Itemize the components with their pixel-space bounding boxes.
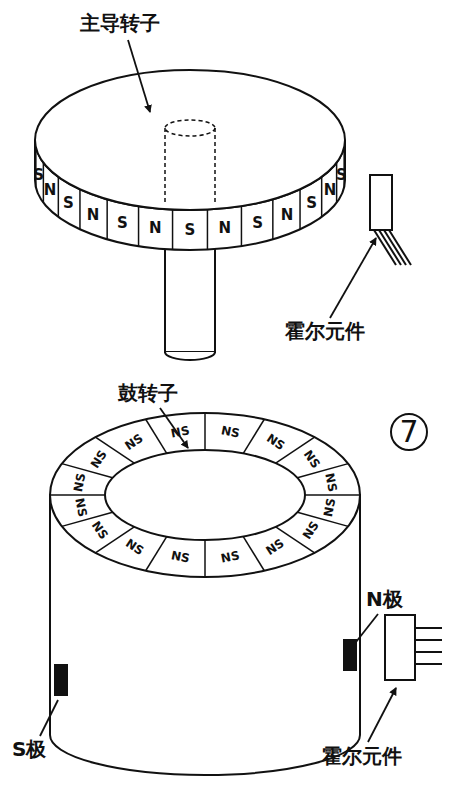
shaft-hidden [214, 128, 216, 205]
magnet-pole-pair: NS [322, 472, 339, 493]
n-pole-mark [344, 640, 356, 670]
magnet-pole-letter: S [306, 195, 317, 212]
divider [305, 494, 360, 496]
drum-rotor [50, 413, 360, 775]
divider [272, 199, 274, 239]
divider [138, 206, 140, 246]
magnet-pole-letter: N [44, 182, 57, 199]
magnet-pole-letter: S [252, 215, 263, 232]
divider [207, 210, 209, 250]
divider [204, 413, 206, 450]
callout-number: 7 [399, 415, 418, 448]
s-pole-mark [55, 665, 67, 695]
magnet-pole-letter: S [33, 167, 44, 184]
magnet-pole-letter: N [324, 182, 337, 199]
pole-label: S极 [12, 738, 46, 760]
magnet-pole-letter: N [87, 206, 100, 223]
divider [243, 537, 264, 571]
divider [241, 206, 243, 246]
shaft-end [165, 352, 215, 360]
magnet-pole-letter: S [63, 195, 74, 212]
magnet-pole-letter: S [117, 215, 128, 232]
magnet-pole-letter: N [281, 206, 294, 223]
hall-element [370, 175, 411, 265]
divider [243, 419, 264, 453]
divider [321, 177, 323, 217]
magnet-pole-pair: NS [72, 497, 89, 518]
divider [106, 199, 108, 239]
drum-top-outer [50, 413, 360, 577]
divider [58, 177, 60, 217]
divider [50, 494, 105, 496]
divider [299, 189, 301, 229]
magnet-pole-letter: N [218, 220, 231, 237]
leader-lines [40, 40, 396, 742]
pole-label: N极 [366, 588, 403, 610]
divider [146, 419, 167, 453]
ring-dividers [50, 413, 360, 577]
magnet-pole-letter: S [185, 222, 196, 239]
disc-top [35, 70, 345, 210]
divider [204, 540, 206, 577]
rim-dividers [36, 147, 344, 249]
magnet-pole-letter: N [149, 220, 162, 237]
shaft-hidden [164, 128, 166, 205]
callout-circle [391, 414, 427, 450]
part-label: 霍尔元件 [285, 320, 365, 342]
capstan-rotor [35, 70, 345, 360]
part-label: 主导转子 [80, 12, 160, 34]
divider [146, 537, 167, 571]
part-label: 鼓转子 [118, 382, 178, 404]
magnet-pole-letter: S [336, 167, 347, 184]
hall-element [385, 615, 442, 680]
part-label: 霍尔元件 [322, 745, 402, 767]
shaft-hidden [165, 120, 215, 136]
divider [79, 189, 81, 229]
divider [172, 210, 174, 250]
drum-top-inner [105, 450, 305, 540]
